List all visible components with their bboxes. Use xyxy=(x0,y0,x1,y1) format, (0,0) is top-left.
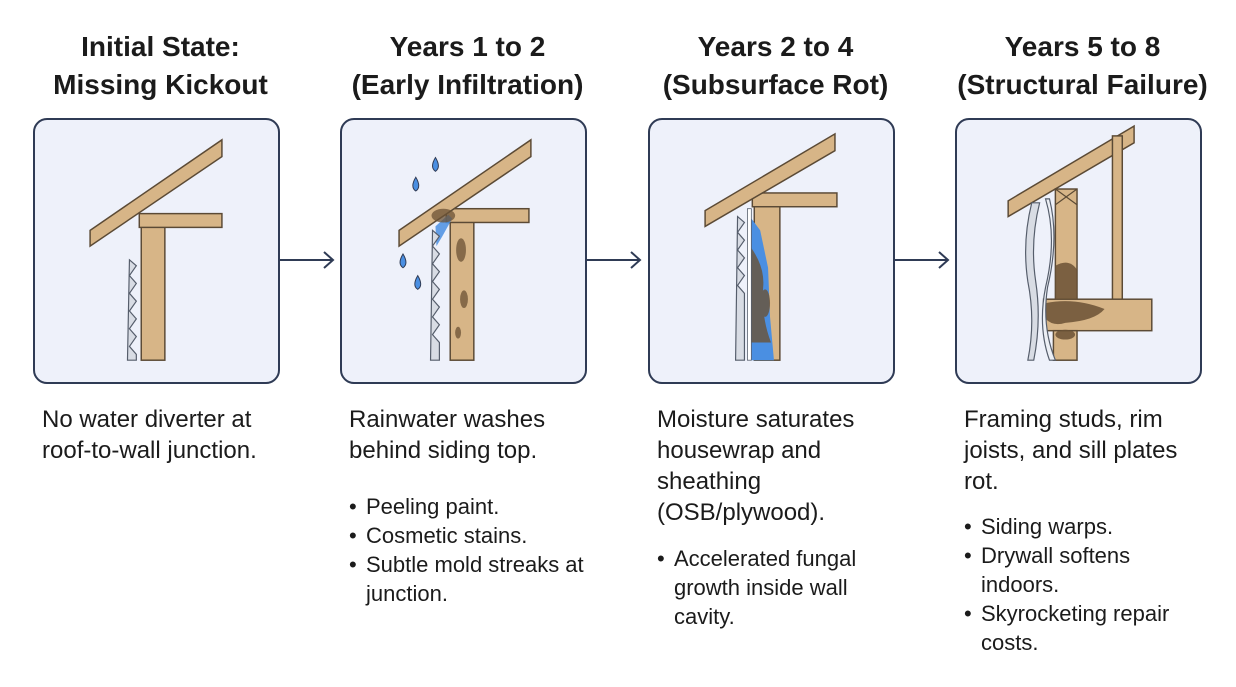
roof-wall-junction-icon xyxy=(89,138,223,361)
list-item: Drywall softens indoors. xyxy=(964,541,1214,599)
rot-stain-icon xyxy=(1045,262,1105,340)
list-item: Accelerated fungal growth inside wall ca… xyxy=(657,544,907,631)
roof-wall-junction-icon xyxy=(1007,124,1153,361)
stage-bullet-list: Peeling paint. Cosmetic stains. Subtle m… xyxy=(349,492,599,608)
stage-illustration xyxy=(648,118,895,384)
list-item: Skyrocketing repair costs. xyxy=(964,599,1214,657)
stage-title: Years 2 to 4 (Subsurface Rot) xyxy=(662,31,889,100)
stage-description: Framing studs, rim joists, and sill plat… xyxy=(964,406,1178,495)
stage-description: Rainwater washes behind siding top. xyxy=(349,406,546,464)
stage-description: No water diverter at roof-to-wall juncti… xyxy=(42,406,257,464)
stage-bullet-list: Accelerated fungal growth inside wall ca… xyxy=(657,544,907,631)
rot-stain-icon xyxy=(431,208,468,339)
stage-title: Years 5 to 8 (Structural Failure) xyxy=(957,31,1208,100)
roof-wall-junction-icon xyxy=(704,132,838,361)
stage-illustration xyxy=(340,118,587,384)
list-item: Siding warps. xyxy=(964,512,1214,541)
stage-description: Moisture saturates housewrap and sheathi… xyxy=(657,406,855,526)
water-drop-icon xyxy=(399,156,439,290)
stage-illustration xyxy=(33,118,280,384)
stage-title: Initial State: Missing Kickout xyxy=(53,31,268,100)
stage-bullet-list: Siding warps. Drywall softens indoors. S… xyxy=(964,512,1214,657)
list-item: Cosmetic stains. xyxy=(349,521,599,550)
arrow-right-icon xyxy=(587,246,643,274)
arrow-right-icon xyxy=(280,246,336,274)
list-item: Peeling paint. xyxy=(349,492,599,521)
stage-title: Years 1 to 2 (Early Infiltration) xyxy=(351,31,584,100)
roof-wall-junction-icon xyxy=(398,138,532,361)
arrow-right-icon xyxy=(895,246,951,274)
list-item: Subtle mold streaks at junction. xyxy=(349,550,599,608)
rot-stain-icon xyxy=(751,248,772,343)
stage-illustration xyxy=(955,118,1202,384)
